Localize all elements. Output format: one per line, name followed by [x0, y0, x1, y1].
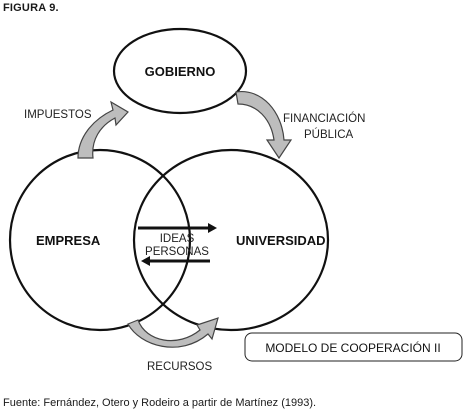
ideas-arrow-icon — [138, 223, 217, 233]
recursos-arrow-icon — [127, 317, 219, 348]
personas-label: PERSONAS — [145, 246, 209, 258]
impuestos-label: IMPUESTOS — [24, 109, 92, 121]
empresa-circle — [8, 148, 192, 332]
universidad-label: UNIVERSIDAD — [236, 233, 326, 248]
personas-arrow-icon — [141, 256, 210, 266]
model-label: MODELO DE COOPERACIÓN II — [265, 340, 440, 355]
gobierno-ellipse — [112, 27, 248, 115]
financiacion-label-line1: FINANCIACIÓN — [283, 112, 365, 125]
model-box — [244, 332, 463, 362]
recursos-label: RECURSOS — [147, 361, 213, 373]
financiacion-label-line2: PÚBLICA — [304, 128, 354, 141]
gobierno-label: GOBIERNO — [145, 64, 216, 79]
ideas-label: IDEAS — [160, 233, 195, 245]
universidad-circle — [132, 148, 330, 332]
empresa-label: EMPRESA — [36, 233, 101, 248]
financiacion-arrow-icon — [235, 91, 293, 160]
figure-label: FIGURA 9. — [3, 2, 59, 14]
source-note: Fuente: Fernández, Otero y Rodeiro a par… — [3, 397, 317, 409]
impuestos-arrow-icon — [77, 100, 129, 159]
